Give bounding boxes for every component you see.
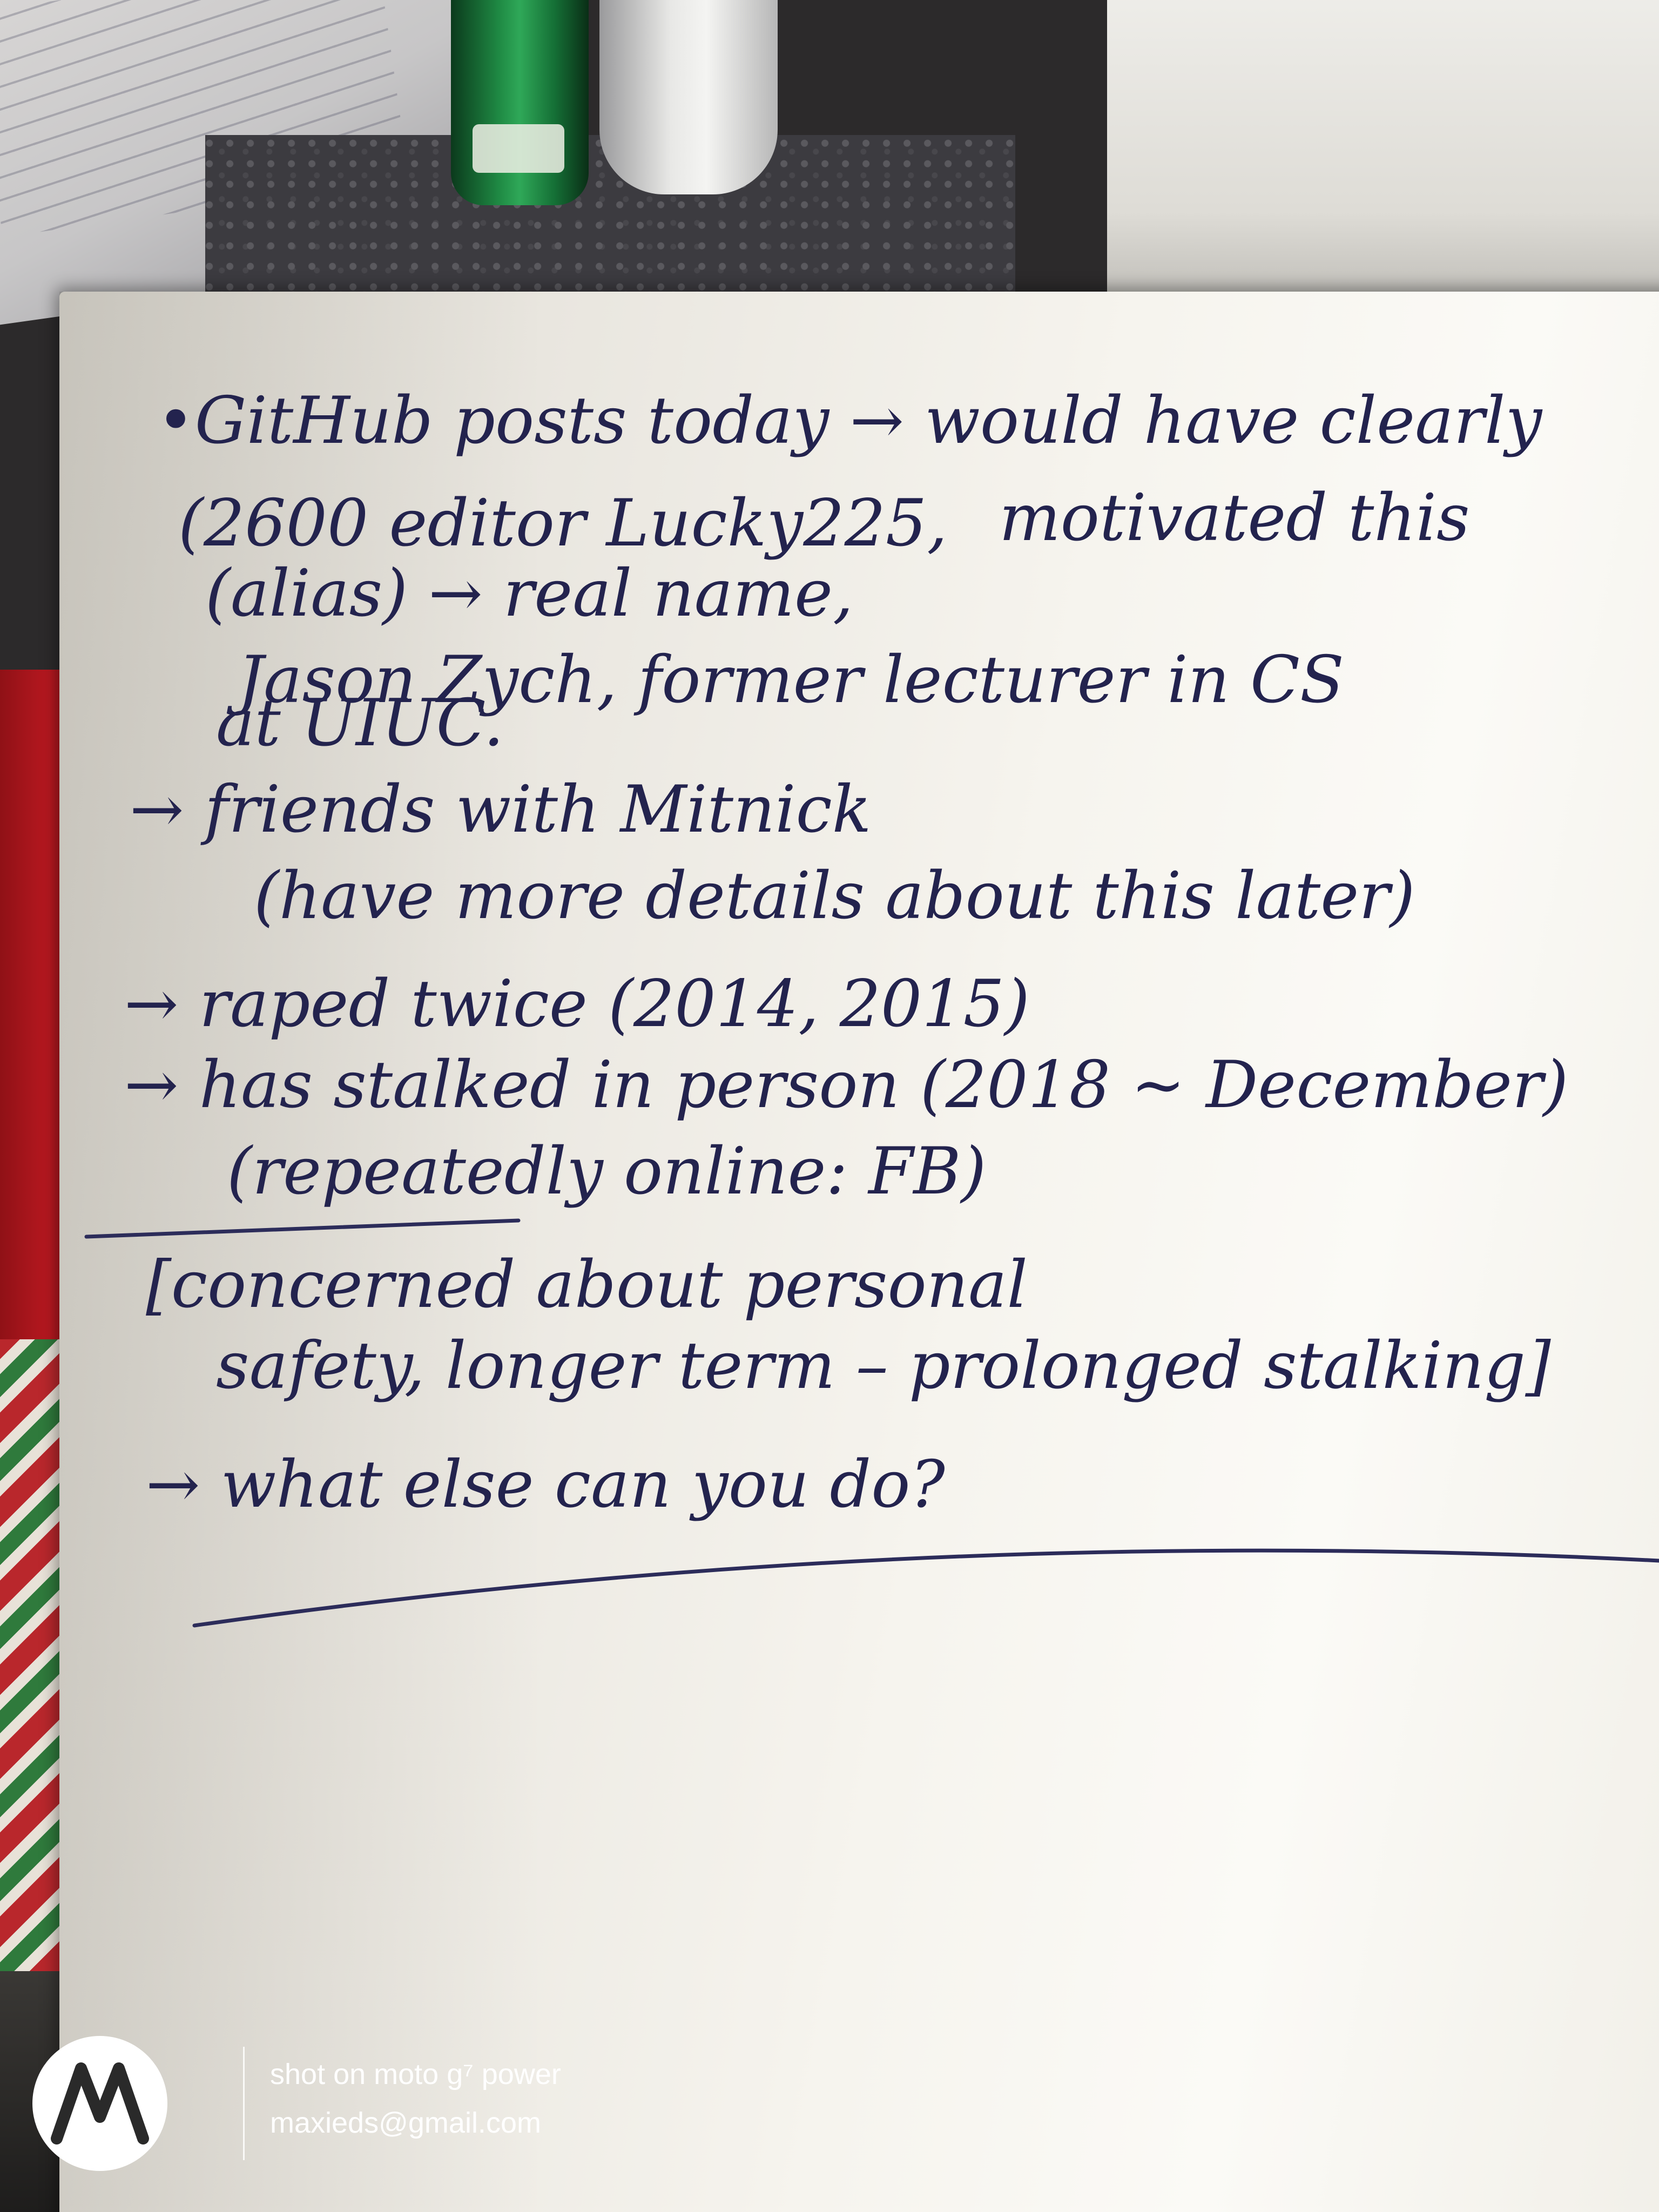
- note-line-3: (2600 editor Lucky225,: [178, 486, 947, 561]
- motorola-logo-icon: [32, 2036, 167, 2171]
- note-line-8: (have more details about this later): [254, 859, 1415, 934]
- camera-watermark: shot on moto g⁷ power maxieds@gmail.com: [32, 2036, 680, 2176]
- note-line-2: motivated this: [999, 481, 1470, 556]
- note-line-14: → what else can you do?: [146, 1447, 945, 1522]
- watermark-email-text: maxieds@gmail.com: [270, 2107, 541, 2139]
- paper-sheet: [59, 292, 1659, 2212]
- soda-can: [451, 0, 589, 205]
- note-line-5: Jason Zych, former lecturer in CS: [226, 643, 1344, 718]
- divider-line-short: [84, 1218, 521, 1239]
- note-line-12: [concerned about personal: [146, 1247, 1028, 1323]
- watermark-device-text: shot on moto g⁷ power: [270, 2058, 561, 2090]
- divider-line-long: [192, 1548, 1659, 1628]
- note-line-4: (alias) → real name,: [205, 556, 853, 631]
- note-line-6: at UIUC.: [216, 686, 504, 761]
- note-line-13: safety, longer term – prolonged stalking…: [216, 1328, 1551, 1404]
- white-cup: [599, 0, 778, 194]
- note-line-9: → raped twice (2014, 2015): [124, 967, 1030, 1042]
- note-line-7: → friends with Mitnick: [130, 772, 872, 847]
- note-line-1: •GitHub posts today → would have clearly: [157, 383, 1543, 458]
- note-line-11: (repeatedly online: FB): [227, 1134, 986, 1209]
- note-line-10: → has stalked in person (2018 ~ December…: [124, 1048, 1568, 1123]
